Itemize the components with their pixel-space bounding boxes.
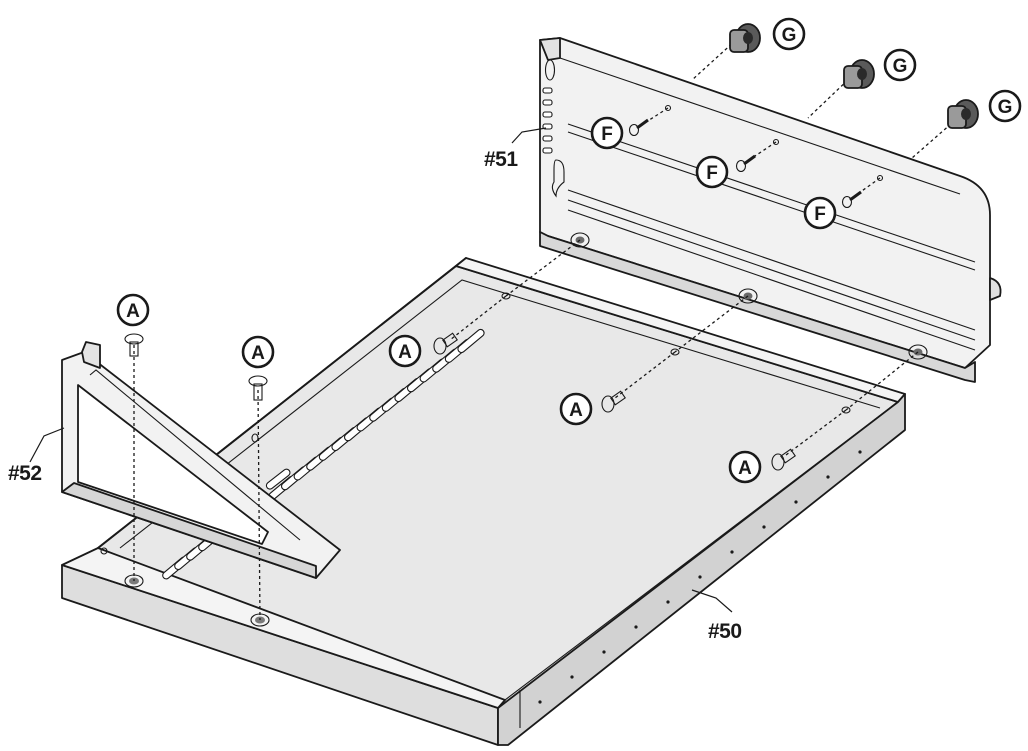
svg-text:F: F [814, 204, 826, 225]
screw-a-hardware [601, 390, 626, 413]
svg-text:F: F [706, 163, 718, 184]
callout-a-tray-3: A [728, 450, 762, 484]
tray-part-50 [61, 257, 906, 746]
screw-a-hardware [771, 448, 796, 471]
screw-f-hardware [735, 154, 756, 173]
tray-side-holes [538, 450, 862, 704]
back-panel-side-features [542, 59, 565, 198]
callout-a-bracket-left: A [116, 293, 150, 327]
svg-text:A: A [126, 301, 140, 322]
bracket-tab [81, 341, 101, 369]
svg-text:G: G [998, 97, 1013, 118]
callout-a-bracket-right: A [241, 335, 275, 369]
back-panel-part-51 [539, 37, 1002, 383]
svg-text:A: A [251, 343, 265, 364]
label-part-52: #52 [8, 427, 65, 485]
svg-text:A: A [569, 400, 583, 421]
tray-vent-slots [265, 468, 291, 490]
screw-f-hardware [628, 118, 649, 137]
label-part-51: #51 [484, 127, 547, 171]
screw-a-hardware [433, 332, 458, 355]
grommet-g-hardware [843, 59, 875, 89]
back-panel-flange [539, 231, 976, 383]
screw-a-hardware [248, 375, 268, 401]
tray-hole [100, 547, 108, 555]
callout-f-1: F [590, 116, 624, 150]
tray-hole [501, 292, 511, 300]
callout-a-tray-1: A [388, 334, 422, 368]
callout-a-tray-2: A [559, 392, 593, 426]
tray-hole [251, 433, 259, 443]
callout-g-2: G [883, 48, 917, 82]
bracket-edge [61, 482, 317, 579]
tray-hole [670, 348, 680, 356]
screw-f-hardware [841, 190, 862, 209]
svg-text:A: A [738, 458, 752, 479]
callout-g-3: G [988, 89, 1022, 123]
callout-f-2: F [695, 155, 729, 189]
grommet-g-hardware [947, 99, 979, 129]
svg-text:A: A [398, 342, 412, 363]
tray-vent-slot-row [268, 328, 485, 501]
bracket-part-52 [61, 341, 341, 579]
callout-f-3: F [803, 196, 837, 230]
svg-text:G: G [782, 25, 797, 46]
callout-g-1: G [772, 17, 806, 51]
label-part-50: #50 [691, 589, 742, 643]
svg-text:#50: #50 [708, 620, 742, 643]
svg-text:G: G [893, 56, 908, 77]
grommet-g-hardware [729, 23, 761, 53]
bracket-cutout [77, 384, 269, 545]
svg-text:#52: #52 [8, 462, 42, 485]
svg-text:#51: #51 [484, 148, 518, 171]
tray-hole [841, 406, 851, 414]
vent-slot [457, 328, 485, 354]
svg-text:F: F [601, 124, 613, 145]
bracket-body [61, 351, 341, 579]
screw-a-hardware [124, 333, 144, 357]
